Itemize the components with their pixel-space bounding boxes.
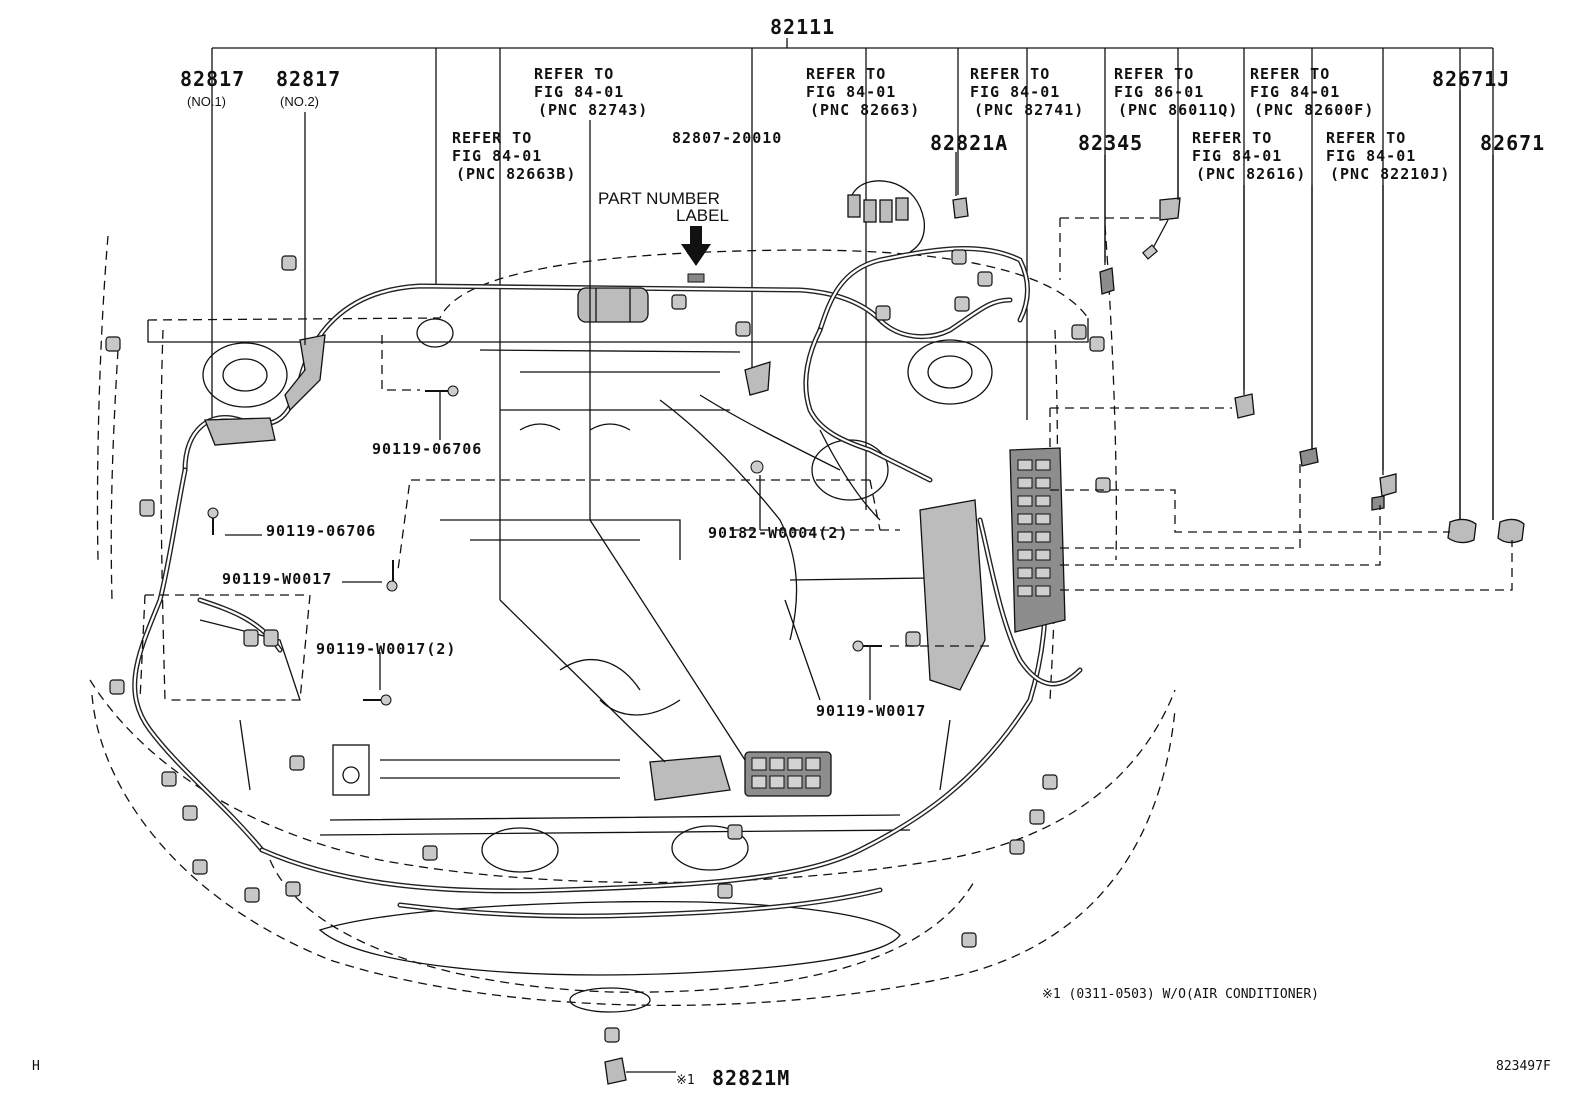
ref2-line3: (PNC 82663) bbox=[810, 101, 920, 119]
label-82671j: 82671J bbox=[1432, 67, 1510, 91]
part-number-label-arrow bbox=[681, 226, 711, 266]
bolt-90119-w0017-a bbox=[386, 560, 398, 592]
label-82111: 82111 bbox=[770, 15, 835, 39]
ref3-line3: (PNC 82741) bbox=[974, 101, 1084, 119]
ref6-line2: FIG 84-01 bbox=[452, 147, 542, 165]
ref1-line2: FIG 84-01 bbox=[534, 83, 624, 101]
ref6-line3: (PNC 82663B) bbox=[456, 165, 576, 183]
main-part-bracket bbox=[211, 38, 1494, 600]
label-82817-no2: 82817 bbox=[276, 67, 341, 91]
vehicle-body-outline bbox=[89, 225, 1176, 1007]
label-82817-no1: 82817 bbox=[180, 67, 245, 91]
ref8-line1: REFER TO bbox=[1326, 129, 1406, 147]
dashed-guides bbox=[139, 217, 1513, 701]
ref3-line1: REFER TO bbox=[970, 65, 1050, 83]
ref3-line2: FIG 84-01 bbox=[970, 83, 1060, 101]
ref5-line2: FIG 84-01 bbox=[1250, 83, 1340, 101]
label-90119-06706-lower: 90119-06706 bbox=[266, 522, 376, 540]
connector-82821m-symbol bbox=[604, 1057, 627, 1085]
label-90119-w0017-a: 90119-W0017 bbox=[222, 570, 332, 588]
note-air-conditioner: ※1 (0311-0503) W/O(AIR CONDITIONER) bbox=[1042, 987, 1319, 1002]
bolt-90119-w0017-b bbox=[852, 640, 882, 652]
ref2-line1: REFER TO bbox=[806, 65, 886, 83]
ref7-line2: FIG 84-01 bbox=[1192, 147, 1282, 165]
label-90119-06706-upper: 90119-06706 bbox=[372, 440, 482, 458]
ref6-line1: REFER TO bbox=[452, 129, 532, 147]
label-82817-no1-sub: (NO.1) bbox=[187, 94, 226, 109]
ref7-line3: (PNC 82616) bbox=[1196, 165, 1306, 183]
label-82671: 82671 bbox=[1480, 131, 1545, 155]
label-82817-no2-sub: (NO.2) bbox=[280, 94, 319, 109]
callout-labels: 82111 82817 (NO.1) 82817 (NO.2) REFER TO… bbox=[32, 15, 1551, 1090]
leader-lines bbox=[225, 90, 1494, 763]
bolt-90119-06706-lower bbox=[207, 507, 219, 535]
label-82821m: 82821M bbox=[712, 1066, 790, 1090]
label-82821m-mark: ※1 bbox=[676, 1073, 695, 1088]
harness-components bbox=[204, 180, 1525, 1085]
label-82807-20010: 82807-20010 bbox=[672, 129, 782, 147]
engine-wire-harness bbox=[132, 246, 1083, 919]
engine-bay-linework bbox=[199, 318, 993, 1013]
ref4-line2: FIG 86-01 bbox=[1114, 83, 1204, 101]
part-number-label-tag bbox=[687, 273, 705, 283]
ecu-bracket bbox=[919, 499, 986, 691]
part-number-label-text1: PART NUMBER bbox=[598, 189, 720, 208]
ref4-line3: (PNC 86011Q) bbox=[1118, 101, 1238, 119]
figure-id: 823497F bbox=[1496, 1059, 1551, 1074]
ref5-line1: REFER TO bbox=[1250, 65, 1330, 83]
bolts bbox=[207, 385, 882, 706]
label-82345: 82345 bbox=[1078, 131, 1143, 155]
bolt-90119-06706-upper bbox=[425, 385, 459, 397]
ref7-line1: REFER TO bbox=[1192, 129, 1272, 147]
part-number-label-text2: LABEL bbox=[676, 206, 729, 225]
label-90182-w0004: 90182-W0004(2) bbox=[708, 524, 848, 542]
label-90119-w0017-2: 90119-W0017(2) bbox=[316, 640, 456, 658]
ref1-line1: REFER TO bbox=[534, 65, 614, 83]
harness-clips bbox=[105, 249, 1111, 1043]
bolt-90182-w0004 bbox=[750, 460, 764, 474]
ref8-line3: (PNC 82210J) bbox=[1330, 165, 1450, 183]
corner-code-h: H bbox=[32, 1059, 40, 1074]
ref4-line1: REFER TO bbox=[1114, 65, 1194, 83]
label-90119-w0017-b: 90119-W0017 bbox=[816, 702, 926, 720]
ref2-line2: FIG 84-01 bbox=[806, 83, 896, 101]
bolt-90119-w0017-2 bbox=[363, 694, 392, 706]
ref8-line2: FIG 84-01 bbox=[1326, 147, 1416, 165]
label-82821a: 82821A bbox=[930, 131, 1008, 155]
ref5-line3: (PNC 82600F) bbox=[1254, 101, 1374, 119]
ref1-line3: (PNC 82743) bbox=[538, 101, 648, 119]
